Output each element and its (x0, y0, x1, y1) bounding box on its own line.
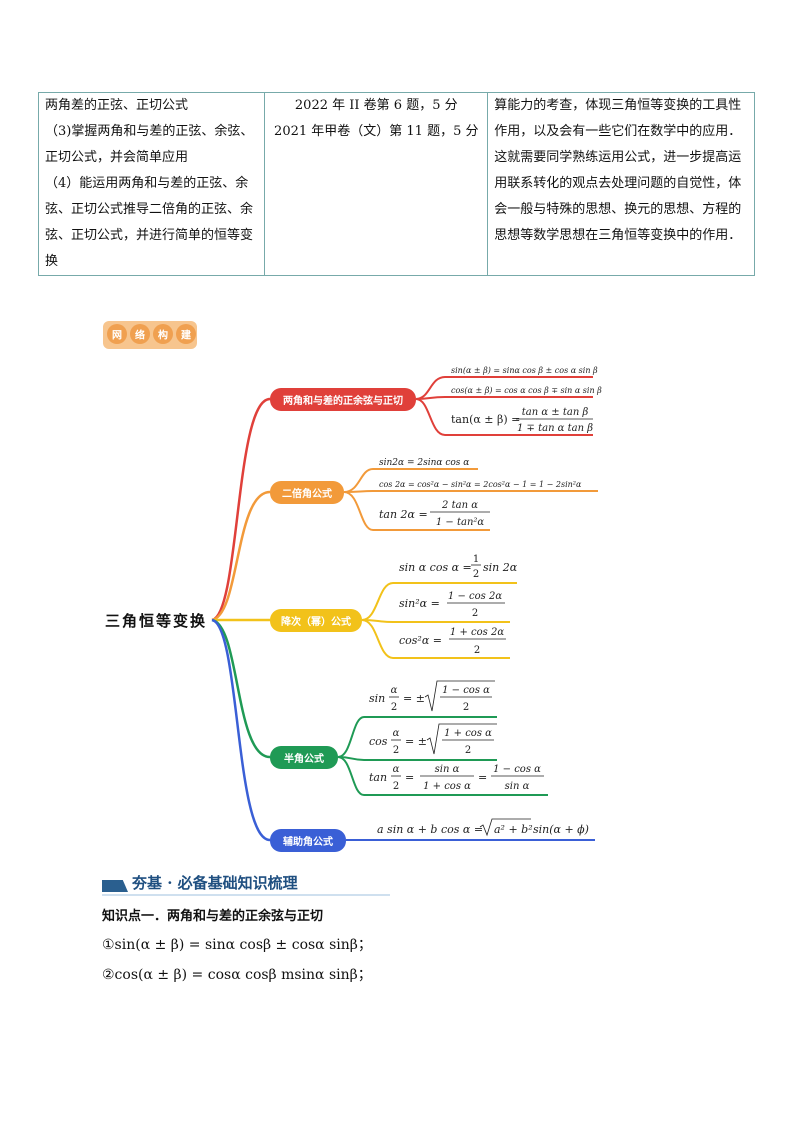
branch-double-angle: 二倍角公式 sin2α = 2sinα cos α cos 2α = cos²α… (270, 458, 598, 531)
svg-text:sin α: sin α (505, 781, 530, 792)
svg-text:a² + b²: a² + b² (494, 823, 533, 836)
svg-text:2: 2 (463, 702, 469, 713)
branch-node (270, 388, 416, 411)
exam-reference-cell: 2022 年 II 卷第 6 题，5 分 2021 年甲卷（文）第 11 题，5… (264, 92, 489, 276)
badge-char-2: 络 (130, 324, 150, 344)
branch-node (270, 746, 338, 769)
svg-text:构: 构 (158, 329, 168, 342)
svg-text:网: 网 (112, 330, 122, 342)
svg-text:半角公式: 半角公式 (284, 752, 324, 765)
svg-text:= ±: = ± (405, 735, 427, 748)
table-row: 两角差的正弦、正切公式 （3)掌握两角和与差的正弦、余弦、正切公式，并会简单应用… (37, 92, 755, 276)
svg-text:α: α (393, 764, 400, 775)
svg-text:tan(α ± β) =: tan(α ± β) = (451, 413, 520, 426)
knowledge-point-title: 知识点一．两角和与差的正余弦与正切 (102, 909, 324, 924)
requirements-cell: 两角差的正弦、正切公式 （3)掌握两角和与差的正弦、余弦、正切公式，并会简单应用… (37, 92, 266, 276)
formula-sin-squared: sin²α = 1 − cos 2α 2 (399, 591, 505, 619)
branch-node (270, 481, 344, 504)
formula-tan-sum: tan(α ± β) = tan α ± tan β 1 ∓ tan α tan… (451, 407, 593, 434)
formula-tan-double: tan 2α = 2 tan α 1 − tan²α (379, 500, 490, 528)
svg-text:2 tan α: 2 tan α (441, 500, 478, 511)
section-bar-icon (102, 880, 128, 892)
branch-auxiliary-angle: 辅助角公式 a sin α + b cos α = a² + b² sin(α … (270, 818, 595, 852)
svg-text:两角和与差的正余弦与正切: 两角和与差的正余弦与正切 (283, 394, 403, 407)
badge-char-3: 构 (153, 324, 173, 344)
svg-text:2: 2 (391, 702, 397, 713)
branch-sum-difference: 两角和与差的正余弦与正切 sin(α ± β) = sinα cos β ± c… (270, 366, 602, 436)
analysis-paragraph-2: 这就需要同学熟练运用公式，进一步提高运用联系转化的观点去处理问题的自觉性，体会一… (494, 150, 742, 243)
branch-power-reduction: 降次（幂）公式 sin α cos α = 1 2 sin 2α sin²α =… (270, 554, 518, 659)
svg-text:sin 2α: sin 2α (483, 561, 518, 574)
svg-text:2: 2 (393, 781, 399, 792)
mindmap: 网 络 构 建 三角恒等变换 两角和与差的正余弦与正切 sin(α ± β) =… (103, 321, 602, 852)
exam-ref-2021: 2021 年甲卷（文）第 11 题，5 分 (274, 124, 479, 139)
svg-text:1 − cos α: 1 − cos α (442, 685, 490, 696)
knowledge-formula-1: ①sin(α ± β) = sinα cosβ ± cosα sinβ； (102, 937, 372, 953)
formula-sincos: sin α cos α = 1 2 sin 2α (399, 554, 518, 580)
branch-node (270, 829, 346, 852)
section-badge: 网 络 构 建 (103, 321, 197, 349)
svg-text:1: 1 (473, 554, 479, 565)
formula-cos-half: cos α 2 = ± 1 + cos α 2 (369, 723, 497, 756)
svg-text:1 − tan²α: 1 − tan²α (436, 517, 485, 528)
requirement-item-3: （3)掌握两角和与差的正弦、余弦、正切公式，并会简单应用 (45, 124, 254, 165)
svg-text:1 + cos α: 1 + cos α (444, 728, 492, 739)
svg-text:cos²α =: cos²α = (399, 634, 442, 647)
svg-text:1 ∓ tan α tan β: 1 ∓ tan α tan β (517, 423, 593, 434)
svg-text:建: 建 (180, 329, 192, 342)
formula-sin-half: sin α 2 = ± 1 − cos α 2 (369, 680, 495, 713)
formula-tan-half: tan α 2 = sin α 1 + cos α = 1 − cos α si… (369, 764, 544, 792)
badge-char-1: 网 (107, 324, 127, 344)
section-header: 夯基 · 必备基础知识梳理 (102, 870, 390, 896)
svg-text:tan: tan (369, 771, 387, 784)
svg-text:sin α cos α =: sin α cos α = (399, 561, 472, 574)
analysis-paragraph-1: 算能力的考查，体现三角恒等变换的工具性作用，以及会有一些它们在数学中的应用． (494, 98, 742, 139)
curriculum-table: 两角差的正弦、正切公式 （3)掌握两角和与差的正弦、余弦、正切公式，并会简单应用… (37, 92, 755, 276)
svg-text:sin: sin (369, 692, 385, 705)
formula-cos-squared: cos²α = 1 + cos 2α 2 (399, 627, 506, 656)
svg-text:二倍角公式: 二倍角公式 (282, 487, 332, 500)
branch-half-angle: 半角公式 sin α 2 = ± 1 − cos α 2 cos α 2 = ±… (270, 680, 548, 796)
svg-text:2: 2 (472, 608, 478, 619)
branch-node (270, 609, 362, 632)
svg-text:1 + cos α: 1 + cos α (423, 781, 471, 792)
svg-text:1 − cos α: 1 − cos α (493, 764, 541, 775)
svg-text:a sin α + b cos α =: a sin α + b cos α = (377, 823, 483, 836)
formula-auxiliary: a sin α + b cos α = a² + b² sin(α + ϕ) (377, 818, 589, 837)
exam-ref-2022: 2022 年 II 卷第 6 题，5 分 (294, 98, 458, 113)
svg-text:辅助角公式: 辅助角公式 (283, 835, 333, 848)
svg-text:cos: cos (369, 735, 388, 748)
root-node: 三角恒等变换 (105, 612, 207, 630)
svg-text:降次（幂）公式: 降次（幂）公式 (281, 615, 351, 628)
formula: sin2α = 2sinα cos α (379, 458, 469, 468)
requirement-line: 两角差的正弦、正切公式 (45, 98, 189, 113)
formula: cos 2α = cos²α − sin²α = 2cos²α − 1 = 1 … (379, 480, 582, 489)
requirement-item-4: （4）能运用两角和与差的正弦、余弦、正切公式推导二倍角的正弦、余弦、正切公式，并… (45, 176, 254, 269)
root-connectors (211, 397, 271, 842)
svg-text:1 + cos 2α: 1 + cos 2α (450, 627, 504, 638)
formula: cos(α ± β) = cos α cos β ∓ sin α sin β (451, 386, 602, 395)
svg-text:tan α ± tan β: tan α ± tan β (522, 407, 589, 418)
svg-text:sin α: sin α (435, 764, 460, 775)
svg-text:络: 络 (135, 329, 145, 342)
svg-text:α: α (391, 685, 398, 696)
svg-text:1 − cos 2α: 1 − cos 2α (448, 591, 502, 602)
svg-text:α: α (393, 728, 400, 739)
svg-text:=: = (405, 771, 414, 784)
badge-char-4: 建 (176, 324, 196, 344)
svg-text:2: 2 (474, 645, 480, 656)
section-title: 夯基 · 必备基础知识梳理 (132, 874, 298, 892)
analysis-cell: 算能力的考查，体现三角恒等变换的工具性作用，以及会有一些它们在数学中的应用． 这… (487, 92, 755, 276)
svg-text:2: 2 (393, 745, 399, 756)
svg-text:= ±: = ± (403, 692, 425, 705)
svg-text:sin(α + ϕ): sin(α + ϕ) (533, 823, 589, 836)
svg-text:tan 2α =: tan 2α = (379, 508, 428, 521)
formula: sin(α ± β) = sinα cos β ± cos α sin β (451, 366, 598, 375)
svg-text:2: 2 (465, 745, 471, 756)
knowledge-formula-2: ②cos(α ± β) = cosα cosβ msinα sinβ； (102, 967, 372, 983)
svg-text:sin²α =: sin²α = (399, 597, 440, 610)
svg-text:=: = (478, 771, 487, 784)
svg-text:2: 2 (473, 569, 479, 580)
